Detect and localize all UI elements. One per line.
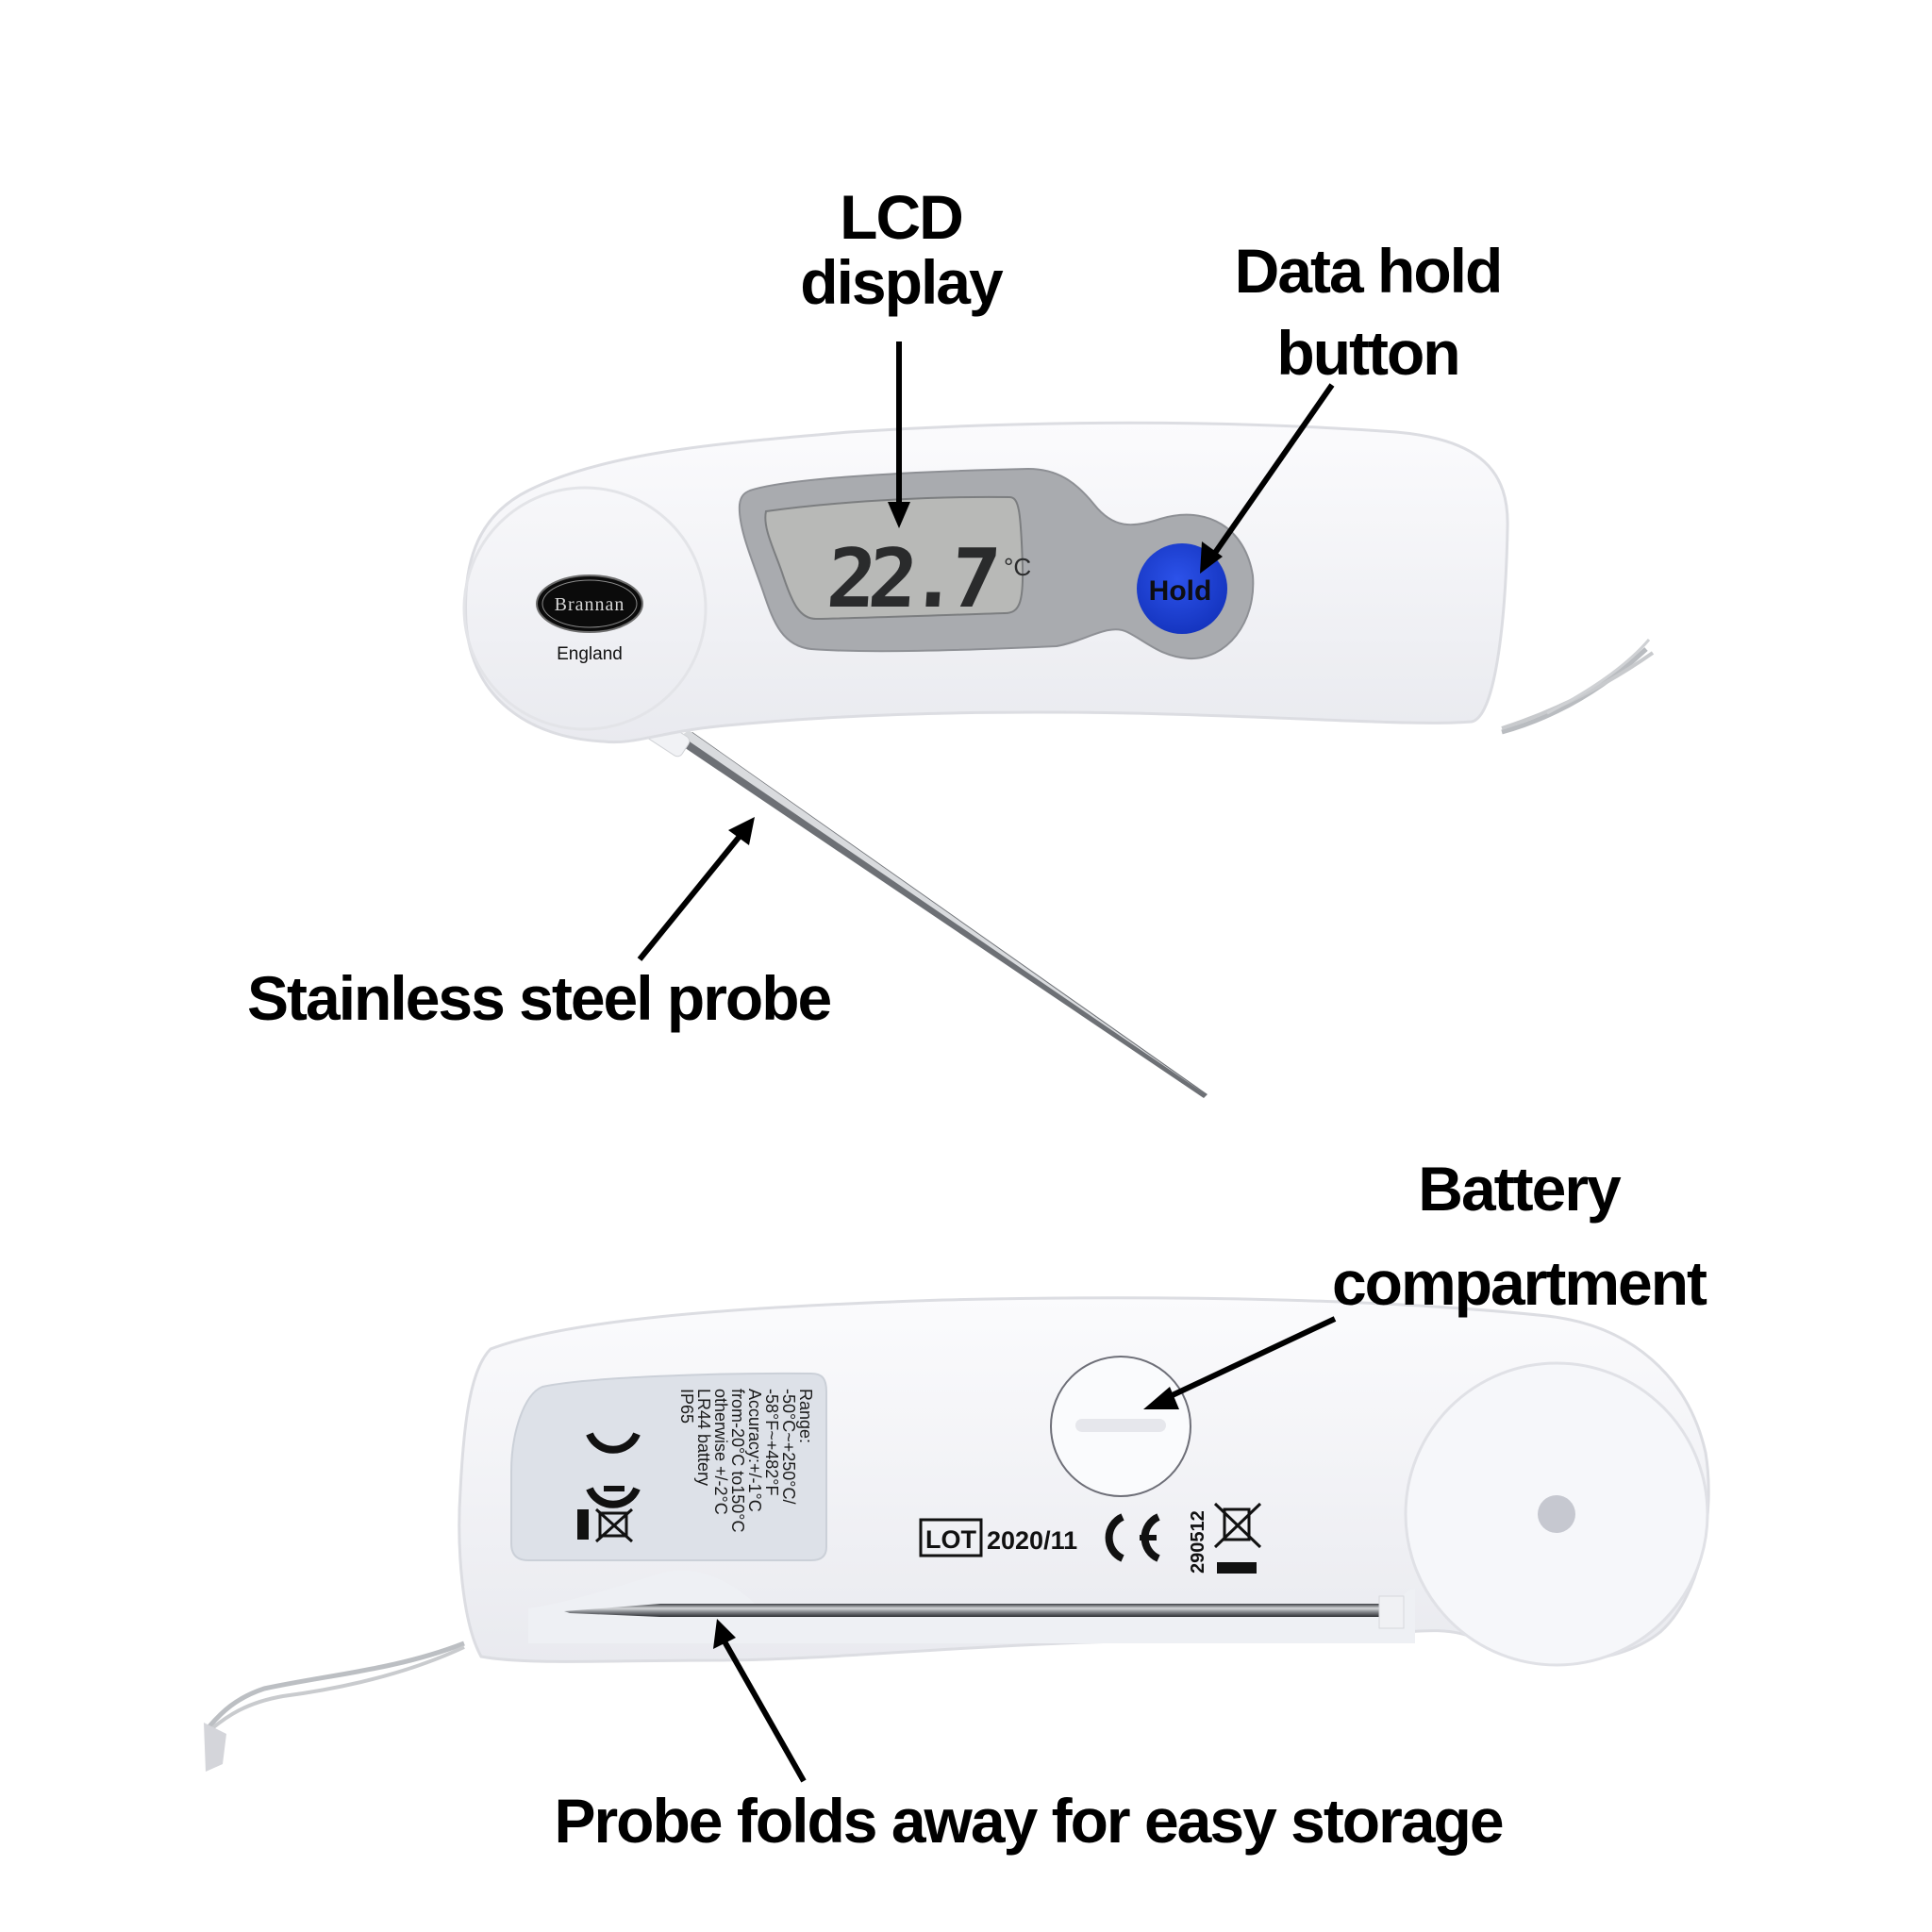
lcd-screen [764, 495, 1024, 621]
hold-button-label: Hold [1149, 575, 1212, 607]
svg-text:290512: 290512 [1188, 1510, 1208, 1574]
arrow-battery [1143, 1316, 1337, 1409]
label-probe-folds-away: Probe folds away for easy storage [396, 1786, 1660, 1856]
arrow-hold [1200, 383, 1335, 574]
label-hold-line2: button [1276, 318, 1460, 389]
ce-mark-icon [1105, 1513, 1160, 1562]
spec-sticker [510, 1372, 827, 1561]
spec-text-block: Range: -50°C~+250°C/ -58°F~+482°F Accura… [677, 1389, 815, 1537]
lcd-unit: °C [1004, 553, 1031, 581]
label-lcd-display: LCD display [755, 182, 1047, 318]
hinge-pin [1538, 1495, 1575, 1533]
ce-mark-icon-sticker [586, 1432, 641, 1508]
product-code: 290512 [1188, 1510, 1208, 1574]
lanyard-cord-front [1501, 639, 1655, 735]
label-battery-line2: compartment [1331, 1248, 1707, 1319]
folded-probe [564, 1595, 1405, 1629]
svg-text:LOT: LOT [925, 1525, 976, 1554]
label-lcd-line1: LCD [840, 182, 964, 252]
brand-name: Brannan [555, 594, 625, 615]
label-battery-line1: Battery [1418, 1154, 1621, 1224]
label-battery-compartment: Battery compartment [1255, 1141, 1783, 1331]
label-lcd-line2: display [800, 247, 1003, 318]
origin-text: England [557, 644, 623, 664]
svg-text:2020/11: 2020/11 [987, 1526, 1077, 1555]
hinge-disc-front [462, 486, 708, 731]
arrow-probe [637, 817, 755, 961]
arrow-lcd [888, 341, 910, 528]
front-thermometer: Brannan England 22.7 °C Hold [462, 421, 1655, 1098]
label-storage-text: Probe folds away for easy storage [554, 1786, 1504, 1856]
brand-logo: Brannan England [536, 575, 643, 664]
label-stainless-steel-probe: Stainless steel probe [247, 963, 964, 1033]
label-hold-line1: Data hold [1234, 236, 1504, 306]
lanyard-cord-back [204, 1641, 465, 1772]
arrow-storage [713, 1619, 807, 1783]
stainless-steel-probe [645, 718, 1208, 1098]
weee-bin-icon-sticker [577, 1507, 634, 1543]
lcd-reading: 22.7 [824, 532, 998, 626]
svg-text:Range: -50°C~+250°C/: Range: -50°C~+250°C/ -58°F~+482°F Accura… [677, 1389, 815, 1537]
label-data-hold-button: Data hold button [1179, 230, 1557, 394]
label-probe-text: Stainless steel probe [247, 963, 832, 1033]
annotation-arrows [637, 341, 1337, 1783]
back-thermometer: Range: -50°C~+250°C/ -58°F~+482°F Accura… [204, 1296, 1710, 1772]
battery-compartment[interactable] [1050, 1356, 1191, 1497]
weee-bin-icon [1213, 1502, 1262, 1574]
lot-marking: LOT 2020/11 [919, 1518, 1077, 1557]
